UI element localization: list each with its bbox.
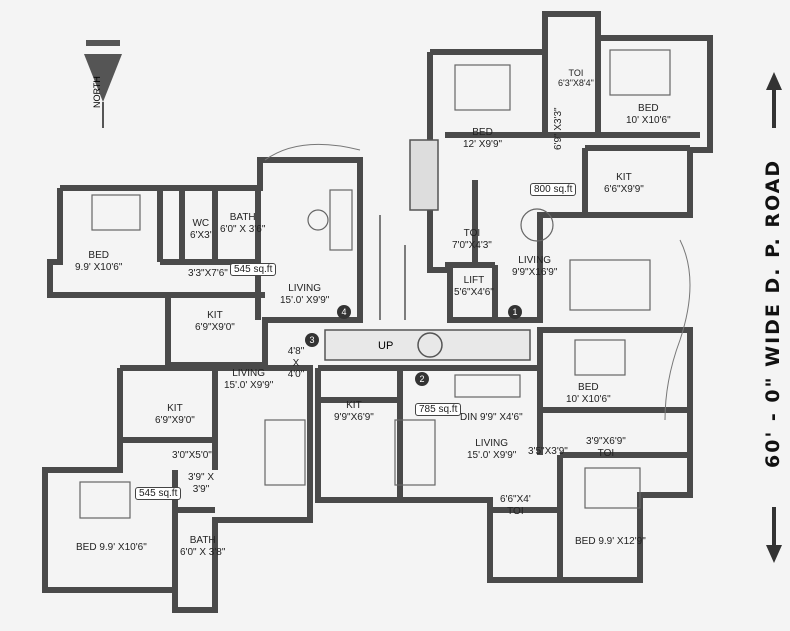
- unit-number-2: 2: [415, 372, 429, 386]
- area-unit-3: 545 sq.ft: [135, 487, 182, 500]
- furniture: [79, 49, 671, 519]
- stair-up-label: UP: [378, 340, 394, 352]
- room-u4-passage: 3'3"X7'6": [188, 268, 228, 279]
- room-u3-bed: BED 9.9' X10'6": [76, 542, 147, 553]
- balcony-planters: [264, 143, 691, 421]
- north-arrow-icon: [84, 40, 122, 128]
- road-label: 60' - 0" WIDE D. P. ROAD: [762, 158, 784, 468]
- north-label: NORTH: [92, 76, 102, 108]
- unit-number-3: 3: [305, 333, 319, 347]
- road-arrow-down-icon: [766, 507, 782, 563]
- road-arrow-up-icon: [766, 72, 782, 128]
- unit-number-4: 4: [337, 305, 351, 319]
- stair-core: [324, 139, 531, 361]
- area-unit-2: 785 sq.ft: [415, 403, 462, 416]
- room-u2-din: DIN 9'9" X4'6": [460, 412, 523, 423]
- walls: [42, 11, 713, 613]
- room-u2-passage: 3'5"X3'9": [528, 446, 568, 457]
- room-u3-passage-b: 3'9" X 3'9": [187, 472, 215, 495]
- unit-number-1: 1: [508, 305, 522, 319]
- room-u2-toi-a: 3'9"X6'9"TOI: [586, 436, 626, 459]
- area-unit-1: 800 sq.ft: [530, 183, 577, 196]
- room-u3-passage-a: 3'0"X5'0": [172, 450, 212, 461]
- room-u2-bed-b: BED 9.9' X12'9": [575, 536, 646, 547]
- room-u2-toi-b: 6'6"X4'TOI: [500, 494, 531, 517]
- area-unit-4: 545 sq.ft: [230, 263, 277, 276]
- room-lobby: 4'8" X 4'0": [287, 346, 305, 380]
- room-u1-passage: 6'9" X3'3": [553, 107, 564, 150]
